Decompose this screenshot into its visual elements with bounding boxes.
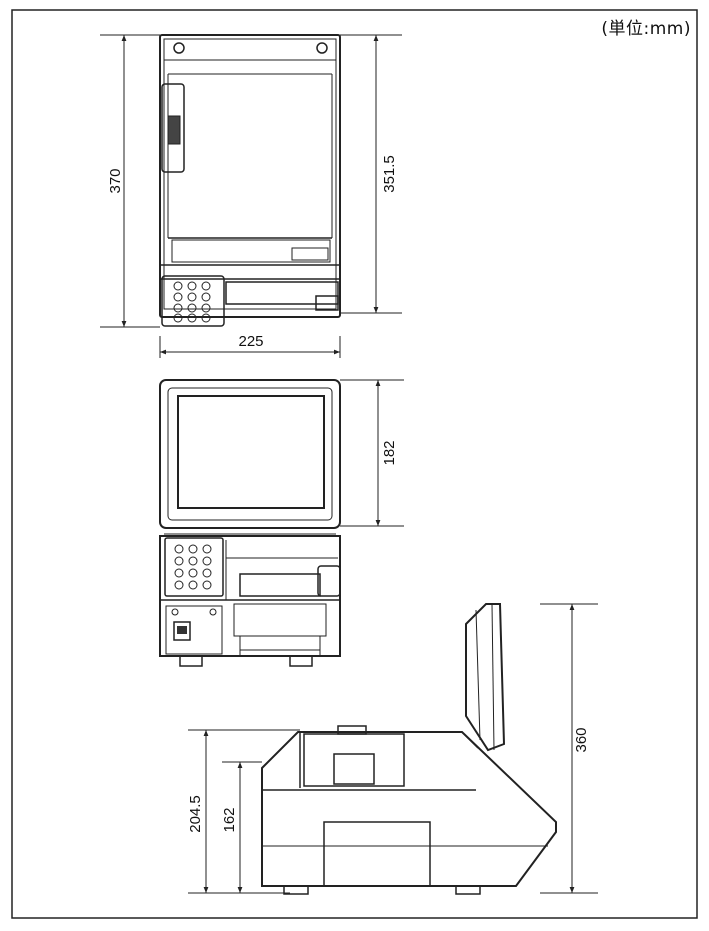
dim-351-5-label: 351.5 <box>381 155 398 193</box>
dim-182-label: 182 <box>381 440 398 465</box>
dim-182: 182 <box>340 379 404 527</box>
screw-icon <box>173 42 185 54</box>
dim-204-5: 204.5 <box>187 729 300 894</box>
top-view <box>159 34 341 327</box>
dim-360: 360 <box>540 603 598 894</box>
side-view <box>261 603 557 895</box>
keypad <box>161 275 225 327</box>
dim-225: 225 <box>159 333 341 358</box>
dim-351-5: 351.5 <box>340 34 402 314</box>
dim-225-label: 225 <box>238 333 263 350</box>
dim-162: 162 <box>221 761 262 893</box>
dim-370: 370 <box>100 34 160 328</box>
keypad-front-keys <box>174 544 212 590</box>
dim-204-5-label: 204.5 <box>187 795 204 833</box>
border <box>11 9 698 919</box>
screw-icon <box>316 42 328 54</box>
keypad-front <box>164 537 224 597</box>
dim-360-label: 360 <box>573 727 590 752</box>
dim-162-label: 162 <box>221 807 238 832</box>
front-view <box>159 379 341 667</box>
display-screen <box>177 395 325 509</box>
unit-label: (単位:mm) <box>601 19 691 39</box>
keypad-keys <box>173 281 211 323</box>
dim-370-label: 370 <box>107 168 124 193</box>
